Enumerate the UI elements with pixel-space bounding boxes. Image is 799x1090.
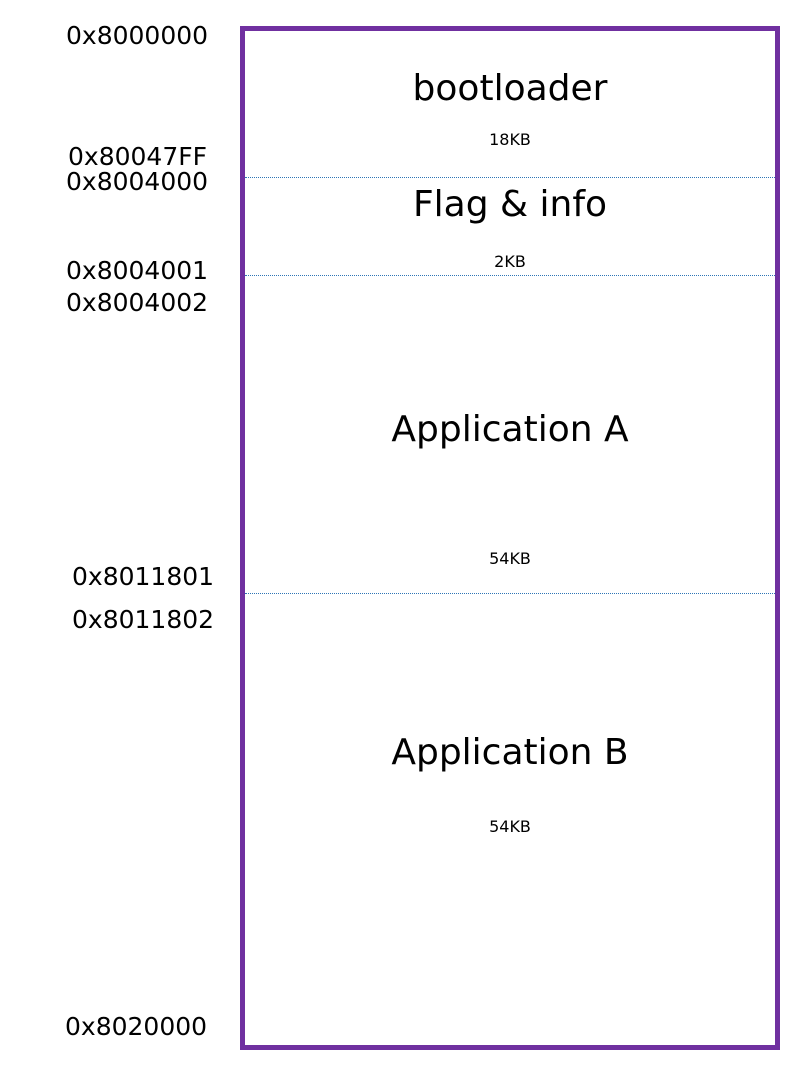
memory-map-box: bootloader 18KB Flag & info 2KB Applicat… [240, 26, 780, 1050]
region-title-application-a: Application A [391, 409, 629, 450]
region-size-application-b: 54KB [489, 817, 531, 836]
region-title-application-b: Application B [391, 732, 629, 773]
region-size-flag-info: 2KB [494, 252, 526, 271]
region-title-bootloader: bootloader [412, 68, 608, 109]
address-label-0x8000000: 0x8000000 [66, 21, 209, 50]
address-label-0x80047ff: 0x80047FF [68, 142, 207, 171]
region-title-flag-info: Flag & info [412, 184, 608, 225]
address-label-0x8004001: 0x8004001 [66, 256, 209, 285]
divider-flag-appa [245, 275, 775, 276]
address-label-0x8020000: 0x8020000 [65, 1012, 208, 1041]
divider-appa-appb [245, 593, 775, 594]
region-size-application-a: 54KB [489, 549, 531, 568]
address-label-0x8011802: 0x8011802 [72, 605, 215, 634]
region-size-bootloader: 18KB [489, 130, 531, 149]
address-label-0x8004002: 0x8004002 [66, 288, 209, 317]
divider-bootloader-flag [245, 177, 775, 178]
address-label-0x8011801: 0x8011801 [72, 562, 215, 591]
address-label-0x8004000: 0x8004000 [66, 167, 209, 196]
